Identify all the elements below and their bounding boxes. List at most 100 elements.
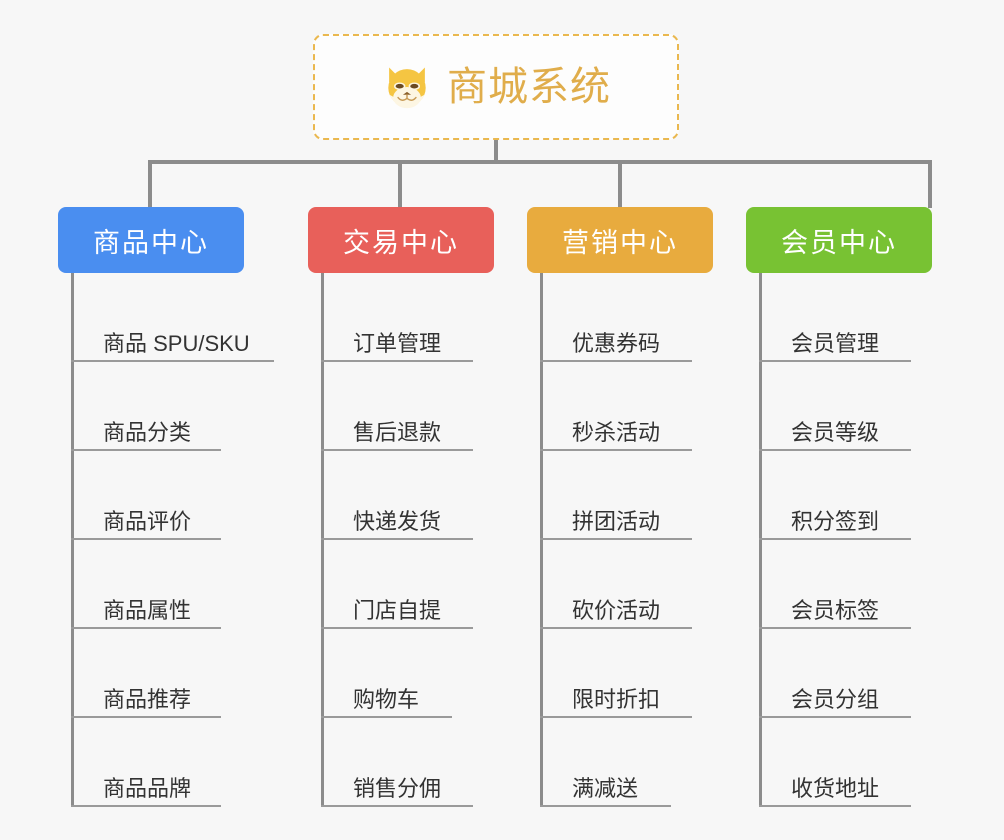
list-item[interactable]: 优惠券码 xyxy=(527,273,713,362)
root-title: 商城系统 xyxy=(447,65,611,109)
leaf-label: 限时折扣 xyxy=(572,686,661,712)
leaf-underline xyxy=(759,449,911,451)
leaf-label: 商品品牌 xyxy=(103,775,192,801)
shiba-dog-face-icon xyxy=(388,67,426,109)
leaf-list-marketing-center: 优惠券码 秒杀活动 拼团活动 砍价活动 限时折扣 满减送 xyxy=(527,273,713,807)
list-item[interactable]: 销售分佣 xyxy=(308,718,494,807)
connector-branch-vertical-2 xyxy=(398,160,402,208)
leaf-spine xyxy=(71,273,74,807)
leaf-list-member-center: 会员管理 会员等级 积分签到 会员标签 会员分组 收货地址 xyxy=(746,273,932,807)
root-node-shop-system[interactable]: 商城系统 xyxy=(313,34,679,140)
leaf-underline xyxy=(759,360,911,362)
list-item[interactable]: 会员等级 xyxy=(746,362,932,451)
list-item[interactable]: 快递发货 xyxy=(308,451,494,540)
leaf-spine xyxy=(540,273,543,807)
leaf-label: 销售分佣 xyxy=(353,775,442,801)
leaf-underline xyxy=(71,627,221,629)
leaf-label: 商品评价 xyxy=(103,508,192,534)
list-item[interactable]: 限时折扣 xyxy=(527,629,713,718)
leaf-label: 商品 SPU/SKU xyxy=(103,330,250,356)
leaf-label: 商品推荐 xyxy=(103,686,192,712)
leaf-underline xyxy=(540,538,692,540)
category-header-label: 营销中心 xyxy=(562,227,678,258)
leaf-underline xyxy=(321,538,473,540)
leaf-underline xyxy=(759,627,911,629)
leaf-label: 门店自提 xyxy=(353,597,442,623)
category-header-marketing-center[interactable]: 营销中心 xyxy=(527,207,713,273)
leaf-underline xyxy=(71,538,221,540)
connector-branch-vertical-4 xyxy=(928,160,932,208)
list-item[interactable]: 门店自提 xyxy=(308,540,494,629)
column-member-center: 会员中心 会员管理 会员等级 积分签到 会员标签 会员分组 xyxy=(746,207,932,807)
column-product-center: 商品中心 商品 SPU/SKU 商品分类 商品评价 商品属性 商品推荐 xyxy=(58,207,274,807)
leaf-underline xyxy=(71,449,221,451)
leaf-underline xyxy=(540,627,692,629)
leaf-label: 会员标签 xyxy=(791,597,880,623)
leaf-label: 订单管理 xyxy=(353,330,442,356)
leaf-label: 满减送 xyxy=(572,775,639,801)
leaf-underline xyxy=(321,360,473,362)
list-item[interactable]: 会员标签 xyxy=(746,540,932,629)
leaf-label: 拼团活动 xyxy=(572,508,661,534)
leaf-underline xyxy=(759,716,911,718)
leaf-underline xyxy=(759,805,911,807)
category-header-trade-center[interactable]: 交易中心 xyxy=(308,207,494,273)
leaf-label: 优惠券码 xyxy=(572,330,661,356)
list-item[interactable]: 满减送 xyxy=(527,718,713,807)
list-item[interactable]: 商品评价 xyxy=(58,451,244,540)
leaf-underline xyxy=(321,805,473,807)
leaf-spine xyxy=(759,273,762,807)
leaf-label: 商品属性 xyxy=(103,597,192,623)
leaf-label: 收货地址 xyxy=(791,775,880,801)
category-header-label: 会员中心 xyxy=(781,227,897,258)
category-header-label: 商品中心 xyxy=(93,227,209,258)
leaf-underline xyxy=(71,716,221,718)
leaf-underline xyxy=(321,716,452,718)
leaf-underline xyxy=(540,716,692,718)
leaf-label: 商品分类 xyxy=(103,419,192,445)
list-item[interactable]: 商品推荐 xyxy=(58,629,244,718)
category-header-label: 交易中心 xyxy=(343,227,459,258)
leaf-label: 售后退款 xyxy=(353,419,442,445)
list-item[interactable]: 商品 SPU/SKU xyxy=(58,273,274,362)
list-item[interactable]: 商品品牌 xyxy=(58,718,244,807)
leaf-label: 会员等级 xyxy=(791,419,880,445)
leaf-underline xyxy=(540,805,671,807)
connector-branch-vertical-1 xyxy=(148,160,152,208)
leaf-label: 会员分组 xyxy=(791,686,880,712)
list-item[interactable]: 积分签到 xyxy=(746,451,932,540)
list-item[interactable]: 收货地址 xyxy=(746,718,932,807)
list-item[interactable]: 订单管理 xyxy=(308,273,494,362)
list-item[interactable]: 售后退款 xyxy=(308,362,494,451)
leaf-underline xyxy=(759,538,911,540)
category-header-product-center[interactable]: 商品中心 xyxy=(58,207,244,273)
leaf-label: 会员管理 xyxy=(791,330,880,356)
connector-horizontal-bus xyxy=(148,160,932,164)
leaf-underline xyxy=(71,805,221,807)
list-item[interactable]: 购物车 xyxy=(308,629,494,718)
list-item[interactable]: 商品属性 xyxy=(58,540,244,629)
list-item[interactable]: 会员分组 xyxy=(746,629,932,718)
leaf-label: 砍价活动 xyxy=(572,597,661,623)
leaf-spine xyxy=(321,273,324,807)
leaf-label: 秒杀活动 xyxy=(572,419,661,445)
list-item[interactable]: 秒杀活动 xyxy=(527,362,713,451)
category-header-member-center[interactable]: 会员中心 xyxy=(746,207,932,273)
leaf-label: 快递发货 xyxy=(353,508,442,534)
column-marketing-center: 营销中心 优惠券码 秒杀活动 拼团活动 砍价活动 限时折扣 xyxy=(527,207,713,807)
column-trade-center: 交易中心 订单管理 售后退款 快递发货 门店自提 购物车 xyxy=(308,207,494,807)
leaf-underline xyxy=(540,360,692,362)
list-item[interactable]: 拼团活动 xyxy=(527,451,713,540)
connector-branch-vertical-3 xyxy=(618,160,622,208)
leaf-list-product-center: 商品 SPU/SKU 商品分类 商品评价 商品属性 商品推荐 商品品牌 xyxy=(58,273,274,807)
connector-root-vertical xyxy=(494,140,498,164)
leaf-underline xyxy=(321,627,473,629)
leaf-label: 积分签到 xyxy=(791,508,880,534)
list-item[interactable]: 商品分类 xyxy=(58,362,244,451)
leaf-list-trade-center: 订单管理 售后退款 快递发货 门店自提 购物车 销售分佣 xyxy=(308,273,494,807)
list-item[interactable]: 会员管理 xyxy=(746,273,932,362)
leaf-label: 购物车 xyxy=(353,686,420,712)
leaf-underline xyxy=(321,449,473,451)
list-item[interactable]: 砍价活动 xyxy=(527,540,713,629)
